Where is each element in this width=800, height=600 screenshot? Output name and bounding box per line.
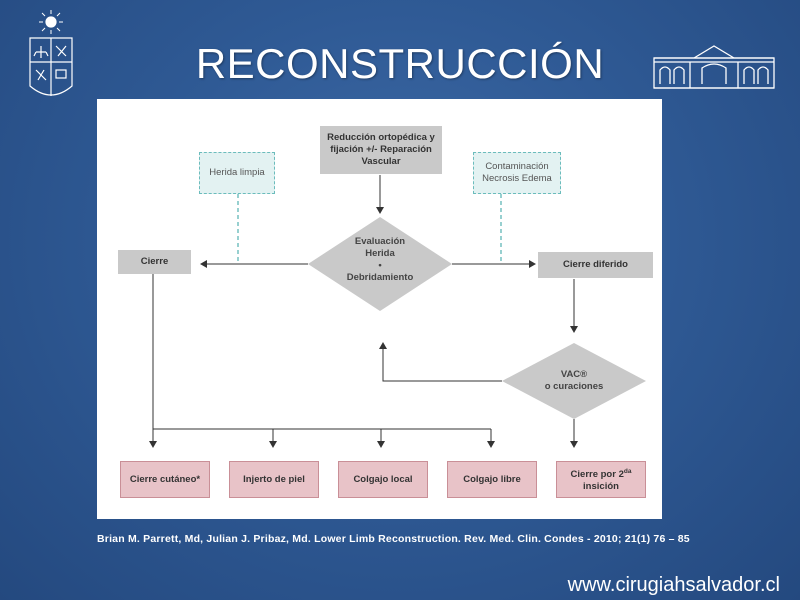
evaluation-line-4: Debridamiento	[346, 272, 414, 283]
vac-diamond-label: VAC® o curaciones	[524, 369, 624, 393]
evaluation-diamond	[308, 217, 452, 311]
slide-title: RECONSTRUCCIÓN	[195, 40, 605, 87]
evaluation-line-3: •	[378, 260, 382, 271]
outcome-skin-graft: Injerto de piel	[229, 461, 319, 498]
outcome-skin-closure: Cierre cutáneo*	[120, 461, 210, 498]
clean-wound-note: Herida limpia	[199, 152, 275, 194]
second-intention-line-1: Cierre por 2da	[571, 466, 632, 481]
outcome-free-flap: Colgajo libre	[447, 461, 537, 498]
flowchart-connectors	[149, 175, 646, 448]
closure-box: Cierre	[118, 250, 191, 274]
website-url: www.cirugiahsalvador.cl	[567, 574, 780, 596]
evaluation-line-1: Evaluación	[354, 236, 406, 247]
flowchart-panel: Reducción ortopédica y fijación +/- Repa…	[97, 99, 662, 519]
reduction-fixation-box: Reducción ortopédica y fijación +/- Repa…	[320, 126, 442, 174]
evaluation-diamond-label: Evaluación Herida • Debridamiento	[330, 236, 430, 284]
evaluation-line-2: Herida	[365, 248, 395, 259]
contamination-note: Contaminación Necrosis Edema	[473, 152, 561, 194]
citation-text: Brian M. Parrett, Md, Julian J. Pribaz, …	[97, 533, 690, 545]
second-intention-main: Cierre por 2	[570, 469, 624, 481]
university-crest-logo	[22, 8, 80, 108]
vac-diamond	[502, 343, 646, 419]
vac-line-2: o curaciones	[544, 381, 604, 392]
outcome-local-flap: Colgajo local	[338, 461, 428, 498]
hospital-building-logo	[650, 40, 778, 92]
delayed-closure-box: Cierre diferido	[538, 252, 653, 278]
second-intention-line-2: insición	[583, 481, 619, 493]
second-intention-superscript: da	[623, 467, 632, 475]
vac-line-1: VAC®	[560, 369, 588, 380]
outcome-second-intention: Cierre por 2da insición	[556, 461, 646, 498]
